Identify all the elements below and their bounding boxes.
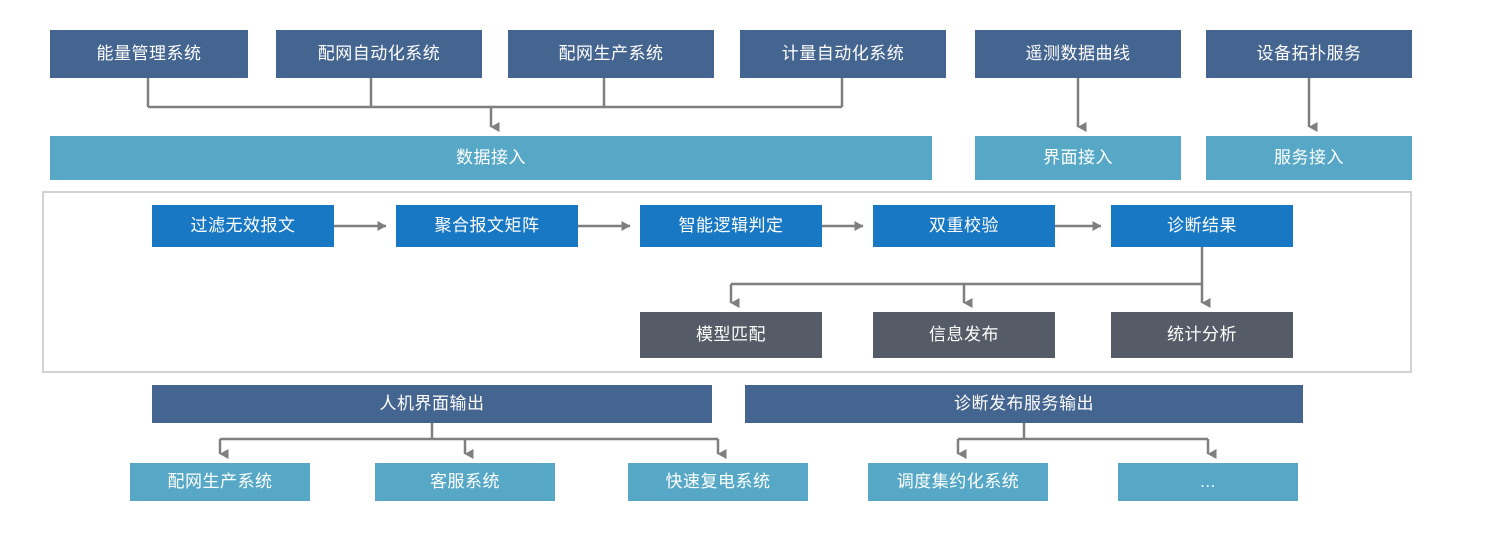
source-box-telemetry-curve[interactable]: 遥测数据曲线 (975, 30, 1181, 78)
output-bar-diagnosis-publish-service[interactable]: 诊断发布服务输出 (745, 385, 1303, 423)
process-box-double-verification[interactable]: 双重校验 (873, 205, 1055, 247)
access-bar-ui[interactable]: 界面接入 (975, 136, 1181, 180)
source-box-distribution-automation[interactable]: 配网自动化系统 (276, 30, 482, 78)
process-box-filter-invalid-messages[interactable]: 过滤无效报文 (152, 205, 334, 247)
consumer-box-rapid-restoration[interactable]: 快速复电系统 (628, 463, 808, 501)
access-bar-service[interactable]: 服务接入 (1206, 136, 1412, 180)
diagnosis-engine-container (42, 191, 1412, 373)
consumer-box-more[interactable]: ... (1118, 463, 1298, 501)
consumer-box-distribution-production[interactable]: 配网生产系统 (130, 463, 310, 501)
service-output-connectors (956, 423, 1217, 459)
process-box-aggregate-message-matrix[interactable]: 聚合报文矩阵 (396, 205, 578, 247)
action-box-information-release[interactable]: 信息发布 (873, 312, 1055, 358)
source-box-distribution-production[interactable]: 配网生产系统 (508, 30, 714, 78)
hmi-output-connectors (218, 423, 727, 459)
source-bus-connectors (146, 78, 844, 132)
source-box-energy-management[interactable]: 能量管理系统 (50, 30, 248, 78)
consumer-box-customer-service[interactable]: 客服系统 (375, 463, 555, 501)
source-box-topology-service[interactable]: 设备拓扑服务 (1206, 30, 1412, 78)
process-box-intelligent-logic-decision[interactable]: 智能逻辑判定 (640, 205, 822, 247)
action-box-statistical-analysis[interactable]: 统计分析 (1111, 312, 1293, 358)
source-box-metering-automation[interactable]: 计量自动化系统 (740, 30, 946, 78)
output-bar-hmi[interactable]: 人机界面输出 (152, 385, 712, 423)
access-bar-data[interactable]: 数据接入 (50, 136, 932, 180)
action-box-model-matching[interactable]: 模型匹配 (640, 312, 822, 358)
consumer-box-dispatch-intensive[interactable]: 调度集约化系统 (868, 463, 1048, 501)
process-box-diagnosis-result[interactable]: 诊断结果 (1111, 205, 1293, 247)
